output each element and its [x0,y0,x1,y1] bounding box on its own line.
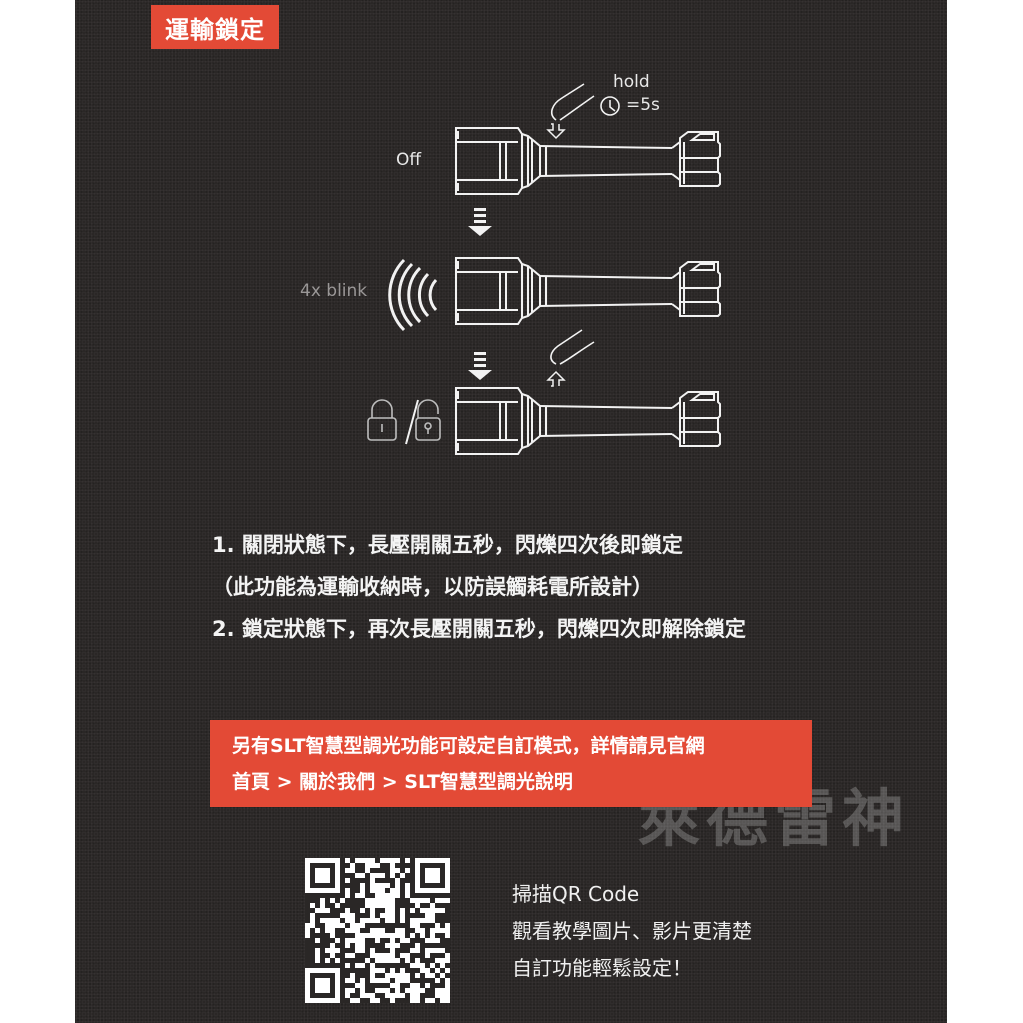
off-label: Off [396,150,422,170]
qr-line-3: 自訂功能輕鬆設定！ [512,956,692,980]
hold-label: hold [613,72,650,92]
blink-label: 4x blink [300,281,368,301]
qr-line-2: 觀看教學圖片、影片更清楚 [512,919,752,943]
instructions-list: 1. 關閉狀態下，長壓開關五秒，閃爍四次後即鎖定 （此功能為運輸收納時，以防誤觸… [212,524,746,650]
qr-code[interactable] [305,858,450,1003]
qr-description: 掃描QR Code 觀看教學圖片、影片更清楚 自訂功能輕鬆設定！ [512,876,752,987]
instruction-step-2: 2. 鎖定狀態下，再次長壓開關五秒，閃爍四次即解除鎖定 [212,617,746,641]
hold-duration-label: =5s [626,95,660,115]
qr-line-1: 掃描QR Code [512,882,640,906]
slt-notice-banner: 另有SLT智慧型調光功能可設定自訂模式，詳情請見官網 首頁 > 關於我們 > S… [210,720,812,807]
instruction-step-1: 1. 關閉狀態下，長壓開關五秒，閃爍四次後即鎖定 [212,533,683,557]
notice-line-1: 另有SLT智慧型調光功能可設定自訂模式，詳情請見官網 [232,735,705,757]
title-badge: 運輸鎖定 [151,5,279,49]
instruction-note: （此功能為運輸收納時，以防誤觸耗電所設計） [212,575,653,599]
notice-line-2: 首頁 > 關於我們 > SLT智慧型調光說明 [232,771,573,793]
dark-panel [75,0,947,1023]
